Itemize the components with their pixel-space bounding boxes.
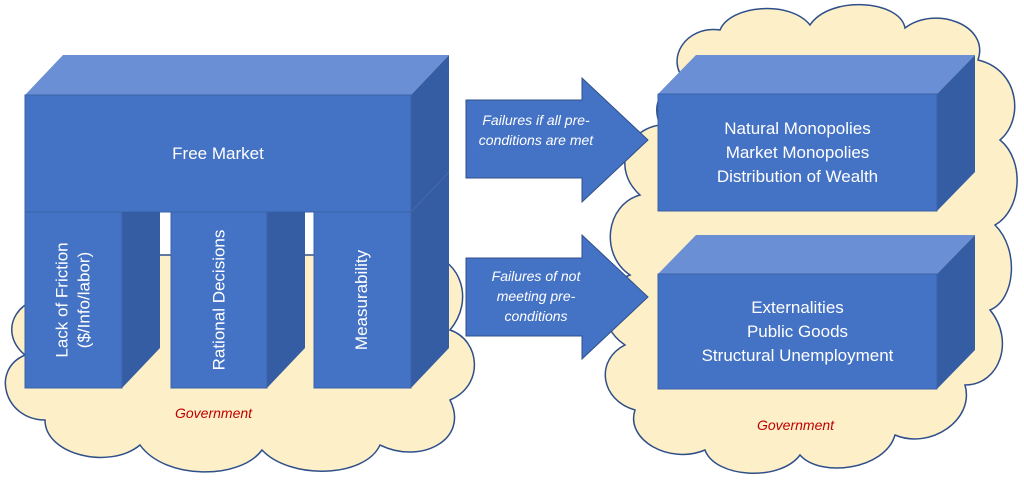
failures-box-1-top-face xyxy=(658,55,975,94)
pillar-2-front-face xyxy=(170,211,268,389)
free-market-side-face xyxy=(411,55,449,212)
pillar-3-side-face xyxy=(411,172,449,388)
pillar-1-label-line: Lack of Friction xyxy=(52,242,72,358)
failures-box-2-line-3: Structural Unemployment xyxy=(701,345,894,365)
arrow-2-label: Failures of not meeting pre-conditions xyxy=(491,268,581,324)
failures-box-1-line-2: Market Monopolies xyxy=(725,142,870,162)
failures-box-1-front-face xyxy=(657,93,938,212)
failures-box-2-label: Externalities Public Goods Structural Un… xyxy=(658,274,937,389)
pillar-1-front-face xyxy=(24,211,123,389)
pillar-3 xyxy=(313,211,412,389)
pillar-2 xyxy=(170,211,305,389)
failures-box-2-top-face xyxy=(658,235,975,274)
free-market-top-face xyxy=(25,55,449,95)
arrow-2 xyxy=(465,233,649,361)
pillar-3-label: Measurability xyxy=(314,212,411,388)
failures-box-2-line-2: Public Goods xyxy=(746,321,849,341)
free-market-front-face xyxy=(24,94,412,213)
pillar-1-sublabel-line: ($/Info/labor) xyxy=(74,251,94,349)
pillar-1 xyxy=(24,211,160,389)
failures-box-1 xyxy=(657,55,975,212)
arrow-1 xyxy=(465,76,649,204)
left-government-label: Government xyxy=(175,405,253,421)
right-government-label: Government xyxy=(757,417,835,433)
pillar-1-text: Lack of Friction ($/Info/labor) xyxy=(52,242,96,357)
failures-box-1-line-3: Distribution of Wealth xyxy=(716,166,879,186)
failures-box-1-side-face xyxy=(937,55,975,211)
free-market-title-text: Free Market xyxy=(172,143,264,163)
free-market-title: Free Market xyxy=(25,95,411,212)
pillar-3-text: Measurability xyxy=(352,249,372,351)
failures-box-2-line-1: Externalities xyxy=(751,297,844,317)
pillar-3-front-face xyxy=(313,211,412,389)
pillar-2-side-face xyxy=(267,212,305,388)
pillar-2-label: Rational Decisions xyxy=(171,212,267,388)
pillar-1-label: Lack of Friction ($/Info/labor) xyxy=(25,212,122,388)
failures-box-1-line-1: Natural Monopolies xyxy=(724,118,871,138)
failures-box-2-side-face xyxy=(937,235,975,389)
free-market-block xyxy=(24,55,449,213)
failures-box-2-front-face xyxy=(657,273,938,390)
pillar-1-side-face xyxy=(122,212,160,388)
failures-box-2 xyxy=(657,235,975,390)
failures-box-1-label: Natural Monopolies Market Monopolies Dis… xyxy=(658,94,937,211)
pillar-2-text: Rational Decisions xyxy=(209,229,229,371)
arrow-1-label: Failures if all pre-conditions are met xyxy=(478,112,594,148)
